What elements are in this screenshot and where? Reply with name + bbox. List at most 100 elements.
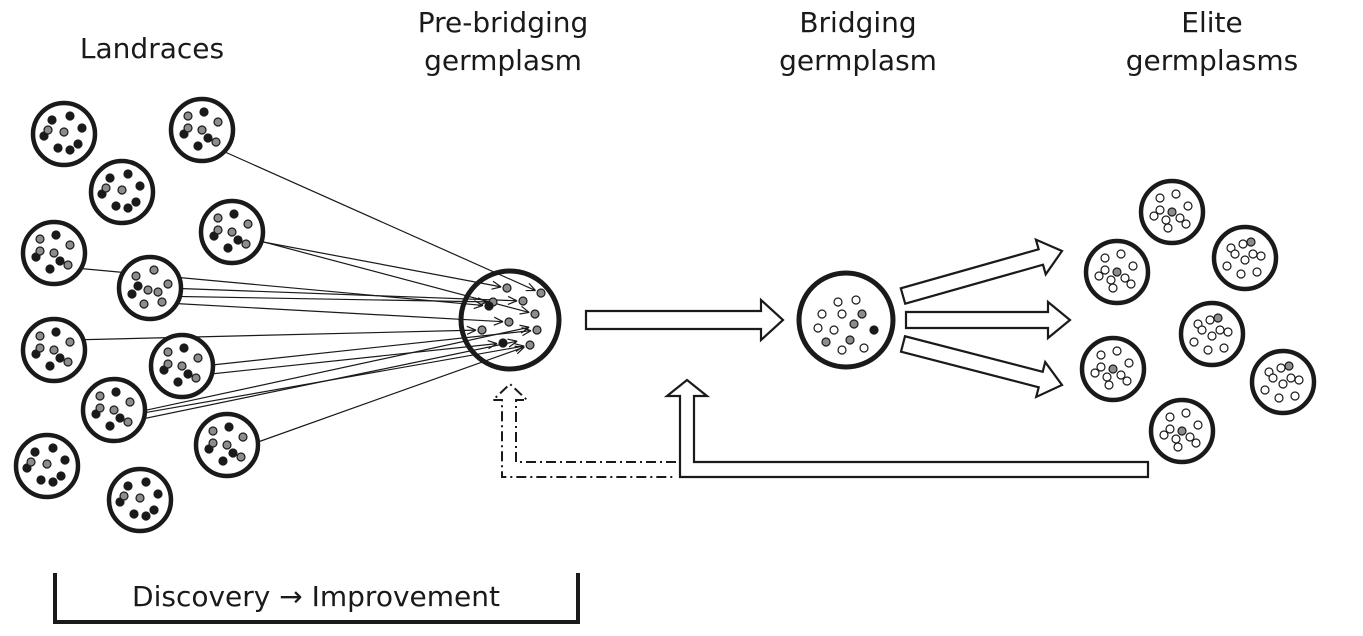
gene-dot <box>1100 265 1110 275</box>
gene-dot <box>143 285 153 295</box>
gene-dot <box>1197 325 1207 335</box>
gene-dot <box>1268 373 1278 383</box>
gene-dot <box>1181 219 1191 229</box>
connector-arrowhead <box>507 338 518 348</box>
gene-dot <box>1090 368 1100 378</box>
gene-dot <box>1096 362 1106 372</box>
landrace-circle <box>80 376 148 444</box>
landrace-circle <box>148 332 216 400</box>
gene-dot <box>1191 438 1201 448</box>
elite-circle <box>1211 224 1279 292</box>
gene-dot <box>1189 337 1199 347</box>
gene-dot <box>35 343 45 353</box>
gene-dot <box>123 481 133 491</box>
gene-dot <box>1260 385 1270 395</box>
heading-bridging-line1: Bridging <box>799 6 916 39</box>
gene-dot <box>1207 331 1217 341</box>
gene-dot <box>1248 249 1258 259</box>
gene-dot <box>55 353 65 363</box>
gene-dot <box>532 325 542 335</box>
gene-dot <box>115 413 125 423</box>
connector-line <box>151 295 488 303</box>
gene-dot <box>149 265 159 275</box>
gene-dot <box>1203 345 1213 355</box>
gene-dot <box>213 225 223 235</box>
germplasm-circles <box>13 96 1317 534</box>
gene-dot <box>51 230 61 240</box>
heading-pre-bridging-line1: Pre-bridging <box>418 6 589 39</box>
gene-dot <box>109 405 119 415</box>
gene-dot <box>213 213 223 223</box>
bridging-circle <box>796 270 896 370</box>
gene-dot <box>77 123 87 133</box>
gene-dot <box>1108 283 1118 293</box>
gene-dot <box>1193 420 1203 430</box>
gene-dot <box>101 183 111 193</box>
gene-dot <box>213 117 223 127</box>
gene-dot <box>1165 424 1175 434</box>
gene-dot <box>243 219 253 229</box>
gene-dot <box>177 361 187 371</box>
feedback-arrow-to-prebridging <box>490 382 676 478</box>
gene-dot <box>105 173 115 183</box>
connector-lines <box>63 147 536 443</box>
gene-dot <box>163 347 173 357</box>
gene-dot <box>837 309 847 319</box>
gene-dot <box>45 264 55 274</box>
gene-dot <box>65 240 75 250</box>
gene-dot <box>1252 267 1262 277</box>
gene-dot <box>199 107 209 117</box>
gene-dot <box>208 426 218 436</box>
gene-dot <box>183 111 193 121</box>
gene-dot <box>1213 313 1223 323</box>
elite-circle <box>1249 348 1317 416</box>
gene-dot <box>1165 412 1175 422</box>
connector-arrowhead <box>525 282 536 292</box>
landrace-circle <box>198 198 266 266</box>
gene-dot <box>48 477 58 487</box>
gene-dot <box>518 296 528 306</box>
gene-dot <box>49 248 59 258</box>
gene-dot <box>1124 358 1134 368</box>
gene-dot <box>139 299 149 309</box>
landrace-circle <box>13 432 81 500</box>
gene-dot <box>1116 249 1126 259</box>
gene-dot <box>135 493 145 503</box>
gene-dot <box>1161 215 1171 225</box>
gene-dot <box>536 288 546 298</box>
elite-circle <box>1138 178 1206 246</box>
gene-dot <box>73 139 83 149</box>
gene-dot <box>1284 361 1294 371</box>
gene-dot <box>502 283 512 293</box>
gene-dot <box>228 448 238 458</box>
gene-dot <box>1278 379 1288 389</box>
gene-dot <box>53 143 63 153</box>
elite-circle <box>1178 300 1246 368</box>
gene-dot <box>55 256 65 266</box>
gene-dot <box>51 327 61 337</box>
heading-landraces: Landraces <box>80 32 224 65</box>
landrace-circle <box>30 100 98 168</box>
gene-dot <box>1215 325 1225 335</box>
gene-dot <box>127 289 137 299</box>
gene-dot <box>1104 380 1114 390</box>
gene-dot <box>1171 434 1181 444</box>
gene-dot <box>123 417 133 427</box>
gene-dot <box>1167 207 1177 217</box>
arrow-prebridging-to-bridging <box>584 297 785 343</box>
gene-dot <box>1120 273 1130 283</box>
gene-dot <box>1128 261 1138 271</box>
gene-dot <box>1116 370 1126 380</box>
gene-dot <box>224 422 234 432</box>
gene-dot <box>163 359 173 369</box>
connector-arrowhead <box>493 316 504 326</box>
gene-dot <box>227 227 237 237</box>
arrow-bridging-to-elite-middle <box>904 299 1072 341</box>
gene-dot <box>1126 279 1136 289</box>
gene-dot <box>1122 376 1132 386</box>
gene-dot <box>233 235 243 245</box>
gene-dot <box>56 471 66 481</box>
germplasm-circle-outline <box>796 270 896 370</box>
heading-elite-line1: Elite <box>1181 6 1242 39</box>
heading-pre-bridging-line2: germplasm <box>424 44 582 77</box>
